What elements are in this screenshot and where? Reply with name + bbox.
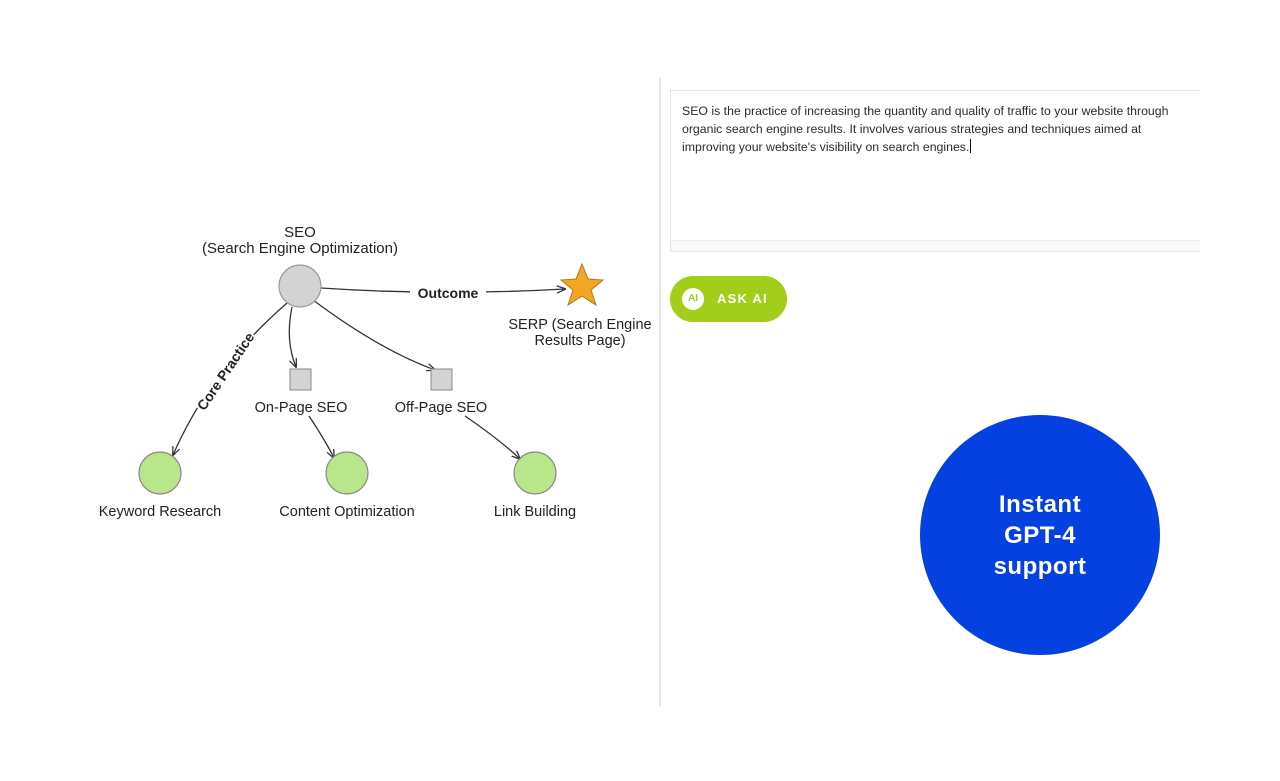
serp-label-line2: Results Page) <box>534 333 625 349</box>
editor-footer-bar <box>671 240 1200 251</box>
keyword-research-label: Keyword Research <box>99 504 222 520</box>
panel-divider <box>659 78 661 706</box>
ai-badge-icon: AI <box>682 288 704 310</box>
edge-offpage-link <box>464 415 520 459</box>
core-practice-edge-label: Core Practice <box>194 329 258 413</box>
seo-mindmap-diagram: Outcome Core Practice SEO (Search Engine… <box>99 224 652 520</box>
answer-editor-content[interactable]: SEO is the practice of increasing the qu… <box>682 102 1186 156</box>
seo-root-node <box>278 264 322 308</box>
onpage-seo-node <box>289 368 312 391</box>
link-building-node <box>513 451 557 495</box>
content-optimization-label: Content Optimization <box>279 504 414 520</box>
content-optimization-node <box>325 451 369 495</box>
onpage-seo-label: On-Page SEO <box>255 400 348 416</box>
answer-text: SEO is the practice of increasing the qu… <box>682 104 1169 154</box>
edge-seo-offpage <box>312 299 435 370</box>
seo-node-subtitle: (Search Engine Optimization) <box>202 240 398 257</box>
ask-ai-label: ASK AI <box>717 291 768 306</box>
text-caret <box>970 139 972 153</box>
link-building-label: Link Building <box>494 504 576 520</box>
ask-ai-button[interactable]: AI ASK AI <box>670 276 787 322</box>
offpage-seo-label: Off-Page SEO <box>395 400 487 416</box>
keyword-research-node <box>138 451 182 495</box>
serp-star-node <box>559 262 605 307</box>
answer-text-editor[interactable]: SEO is the practice of increasing the qu… <box>670 90 1200 252</box>
edge-onpage-content <box>308 415 334 458</box>
offpage-seo-node <box>430 368 453 391</box>
serp-label-line1: SERP (Search Engine <box>508 317 651 333</box>
outcome-edge-label: Outcome <box>418 285 479 301</box>
seo-node-title: SEO <box>284 224 316 241</box>
promo-text: Instant GPT-4 support <box>993 490 1087 580</box>
gpt4-support-promo-circle: Instant GPT-4 support <box>920 415 1160 655</box>
edge-seo-onpage <box>288 306 296 367</box>
